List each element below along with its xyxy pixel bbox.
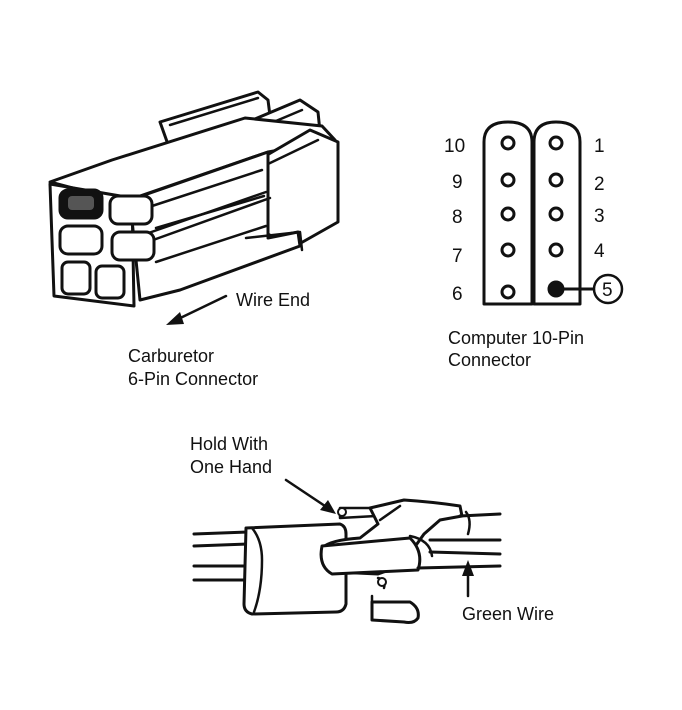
pin-10-dot: [500, 135, 516, 151]
pin-9-dot: [500, 172, 516, 188]
green-wire-arrow: [462, 560, 474, 598]
pin-7-dot: [500, 242, 516, 258]
carburetor-connector-drawing: [48, 90, 340, 308]
pin-label-1: 1: [594, 136, 605, 157]
carburetor-title-line1: Carburetor: [128, 346, 214, 366]
pin-label-8: 8: [452, 207, 463, 228]
pin-label-6: 6: [452, 284, 463, 305]
pin-label-9: 9: [452, 172, 463, 193]
pin-8-dot: [500, 206, 516, 222]
pin-3-dot: [548, 206, 564, 222]
computer-connector-drawing: [482, 120, 624, 306]
computer-title-line1: Computer 10-Pin: [448, 328, 584, 348]
computer-title-line2: Connector: [448, 350, 531, 370]
hold-label-line2: One Hand: [190, 457, 272, 477]
pin-label-10: 10: [444, 136, 465, 157]
pin-5-callout-circle: [592, 273, 624, 305]
pin-label-4: 4: [594, 241, 605, 262]
pin-6-dot: [500, 284, 516, 300]
green-wire-label: Green Wire: [462, 604, 554, 624]
pin-1-dot: [548, 135, 564, 151]
wire-harness-drawing: [192, 498, 502, 624]
pin-label-3: 3: [594, 206, 605, 227]
wire-end-label: Wire End: [236, 290, 310, 310]
carburetor-title-line2: 6-Pin Connector: [128, 369, 258, 389]
pin-2-dot: [548, 172, 564, 188]
hold-arrow: [284, 478, 336, 514]
hold-label-line1: Hold With: [190, 434, 268, 454]
pin-label-2: 2: [594, 174, 605, 195]
pin-4-dot: [548, 242, 564, 258]
wire-end-arrow: [166, 294, 228, 325]
pin-label-7: 7: [452, 246, 463, 267]
pin-label-5: 5: [602, 280, 613, 301]
